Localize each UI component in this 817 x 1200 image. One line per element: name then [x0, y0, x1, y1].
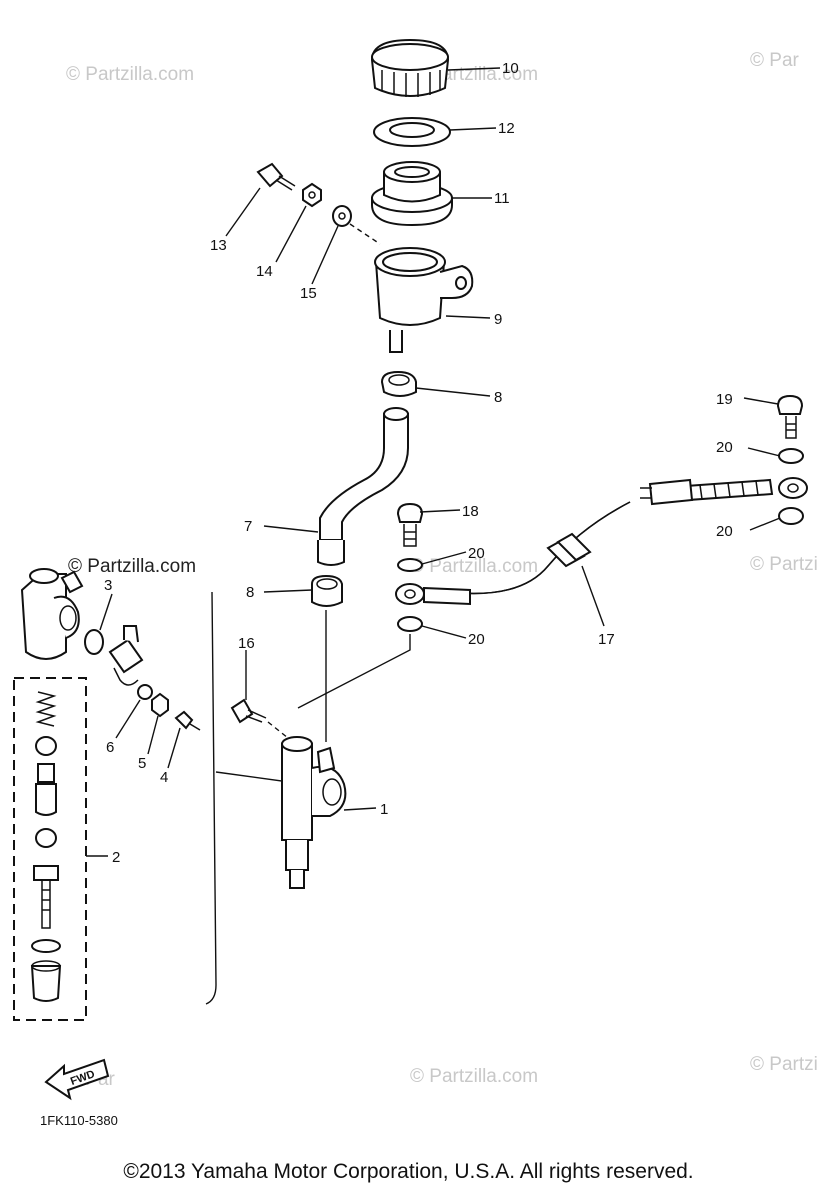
- part-11-diaphragm: [371, 161, 453, 227]
- assembly-line: [349, 223, 381, 245]
- callout-10: 10: [502, 60, 519, 77]
- part-9-reservoir: [374, 247, 474, 353]
- part-16-bolt: [230, 698, 267, 724]
- part-12-plate: [373, 117, 451, 147]
- callout-6: 6: [106, 739, 114, 756]
- callout-1: 1: [380, 801, 388, 818]
- callout-7: 7: [244, 518, 252, 535]
- part-17-brake-hose: [447, 501, 631, 595]
- assembly-line: [267, 721, 289, 739]
- part-19-union-bolt: [776, 394, 804, 439]
- callout-20: 20: [716, 439, 733, 456]
- part-3-o-ring: [84, 629, 104, 655]
- part-7-hose: [317, 407, 409, 566]
- part-14-nut: [302, 182, 322, 208]
- callout-4: 4: [160, 769, 168, 786]
- part-2-kit-box: [13, 677, 87, 1021]
- part-20-washer: [778, 507, 804, 525]
- part-master-cylinder-body: [20, 568, 84, 660]
- hose-fitting-rear: [640, 477, 808, 506]
- assembly-line: [297, 634, 411, 709]
- callout-13: 13: [210, 237, 227, 254]
- watermark: © Partzilla.com: [750, 554, 817, 575]
- watermark: © Partzilla.com: [66, 64, 194, 85]
- watermark: © Partzilla.com: [750, 1054, 817, 1075]
- callout-16: 16: [238, 635, 255, 652]
- callout-5: 5: [138, 755, 146, 772]
- callout-9: 9: [494, 311, 502, 328]
- callout-8: 8: [246, 584, 254, 601]
- leader-lines: [86, 67, 781, 857]
- part-10-cap: [370, 38, 450, 97]
- fwd-arrow: FWD: [44, 1058, 110, 1101]
- part-8-clamp-lower: [311, 574, 343, 607]
- part-20-washer: [397, 558, 423, 572]
- part-20-washer: [397, 616, 423, 632]
- part-15-washer: [332, 205, 352, 227]
- callout-2: 2: [112, 849, 120, 866]
- callout-20: 20: [468, 631, 485, 648]
- callout-3: 3: [104, 577, 112, 594]
- part-8-clamp-upper: [380, 370, 417, 397]
- watermark: © Partzilla.com: [410, 1066, 538, 1087]
- callout-18: 18: [462, 503, 479, 520]
- copyright-notice: ©2013 Yamaha Motor Corporation, U.S.A. A…: [123, 1160, 694, 1183]
- callout-17: 17: [598, 631, 615, 648]
- watermark: © Partzilla.com: [68, 556, 196, 577]
- part-2-piston-kit: [30, 691, 62, 1002]
- watermark: © Partzilla.com: [410, 556, 538, 577]
- part-1-master-cylinder: [281, 736, 347, 889]
- callout-20: 20: [468, 545, 485, 562]
- watermark: © Par: [750, 50, 800, 71]
- part-6-washer: [137, 684, 153, 700]
- callout-14: 14: [256, 263, 273, 280]
- part-20-washer: [778, 448, 804, 464]
- part-18-union-bolt: [396, 502, 424, 547]
- callout-19: 19: [716, 391, 733, 408]
- callout-11: 11: [494, 190, 510, 207]
- callout-20: 20: [716, 523, 733, 540]
- part-5-nut: [151, 692, 169, 718]
- hose-elbow-fitting: [108, 625, 144, 686]
- diagram-code: 1FK110-5380: [40, 1113, 118, 1128]
- pushrod-outline: [205, 591, 217, 1005]
- banjo-fitting: [395, 583, 471, 606]
- callout-8: 8: [494, 389, 502, 406]
- callout-15: 15: [300, 285, 317, 302]
- part-4-bolt: [174, 710, 201, 731]
- part-13-bolt: [256, 162, 296, 191]
- callout-12: 12: [498, 120, 515, 137]
